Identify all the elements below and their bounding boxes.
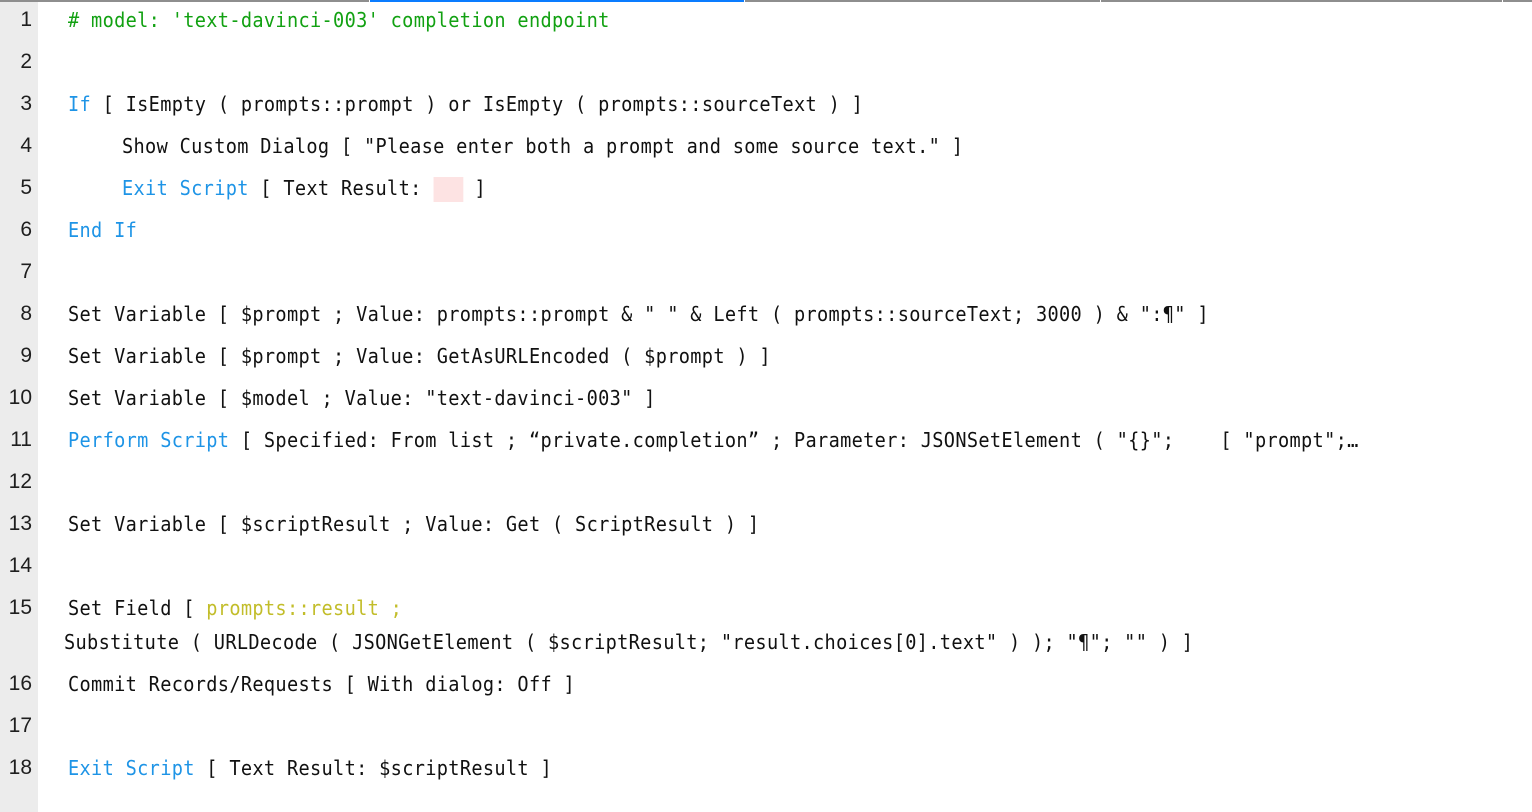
line-number: 7 bbox=[20, 260, 32, 283]
line-number: 15 bbox=[8, 596, 32, 619]
line-number: 2 bbox=[20, 50, 32, 73]
script-step[interactable]: 4 Show Custom Dialog [ "Please enter bot… bbox=[0, 133, 1532, 175]
script-step[interactable]: 6 End If bbox=[0, 217, 1532, 259]
script-step[interactable]: 11 Perform Script [ Specified: From list… bbox=[0, 427, 1532, 469]
step-params: [ Text Result: $scriptResult ] bbox=[194, 756, 553, 780]
keyword-perform-script: Perform Script bbox=[68, 428, 230, 452]
line-number: 11 bbox=[10, 428, 32, 451]
script-step[interactable]: 14 bbox=[0, 553, 1532, 595]
step-name: Set Field [ bbox=[68, 596, 207, 620]
line-number: 14 bbox=[8, 554, 32, 577]
step-params: [ Text Result: bbox=[248, 176, 434, 200]
script-step[interactable]: 10 Set Variable [ $model ; Value: "text-… bbox=[0, 385, 1532, 427]
tab-1[interactable] bbox=[0, 0, 369, 2]
script-step[interactable]: 12 bbox=[0, 469, 1532, 511]
field-reference: prompts::result ; bbox=[206, 596, 403, 620]
tab-4[interactable] bbox=[1101, 0, 1502, 2]
script-step[interactable]: 18 Exit Script [ Text Result: $scriptRes… bbox=[0, 755, 1532, 797]
keyword-exit-script: Exit Script bbox=[68, 756, 195, 780]
step-text: Set Variable [ $prompt ; Value: prompts:… bbox=[68, 302, 1209, 326]
script-step[interactable]: 3 If [ IsEmpty ( prompts::prompt ) or Is… bbox=[0, 91, 1532, 133]
step-params: [ IsEmpty ( prompts::prompt ) or IsEmpty… bbox=[91, 92, 864, 116]
line-number: 12 bbox=[8, 470, 32, 493]
step-text: Set Variable [ $scriptResult ; Value: Ge… bbox=[68, 512, 760, 536]
line-number: 9 bbox=[20, 344, 32, 367]
step-calculation: Substitute ( URLDecode ( JSONGetElement … bbox=[64, 630, 1194, 654]
script-step[interactable]: 2 bbox=[0, 49, 1532, 91]
line-number-gutter bbox=[0, 2, 38, 812]
line-number: 4 bbox=[20, 134, 32, 157]
step-text: Show Custom Dialog [ "Please enter both … bbox=[122, 134, 964, 158]
script-step[interactable]: 1 # model: 'text-davinci-003' completion… bbox=[0, 7, 1532, 49]
line-number: 5 bbox=[20, 176, 32, 199]
tab-strip bbox=[0, 0, 1532, 2]
line-number: 10 bbox=[8, 386, 32, 409]
script-step[interactable]: 8 Set Variable [ $prompt ; Value: prompt… bbox=[0, 301, 1532, 343]
keyword-end-if: End If bbox=[68, 218, 138, 242]
tab-3[interactable] bbox=[745, 0, 1100, 2]
script-step[interactable]: 9 Set Variable [ $prompt ; Value: GetAsU… bbox=[0, 343, 1532, 385]
keyword-exit-script: Exit Script bbox=[122, 176, 249, 200]
line-number: 1 bbox=[20, 8, 32, 31]
step-params-close: ] bbox=[462, 176, 486, 200]
step-text: Set Variable [ $model ; Value: "text-dav… bbox=[68, 386, 656, 410]
script-step[interactable]: 5 Exit Script [ Text Result: ] bbox=[0, 175, 1532, 217]
step-text: Set Variable [ $prompt ; Value: GetAsURL… bbox=[68, 344, 771, 368]
comment: # model: 'text-davinci-003' completion e… bbox=[68, 8, 610, 32]
script-step[interactable]: 15 Set Field [ prompts::result ; Substit… bbox=[0, 595, 1532, 671]
step-params: [ Specified: From list ; “private.comple… bbox=[229, 428, 1359, 452]
script-step[interactable]: 17 bbox=[0, 713, 1532, 755]
script-step[interactable]: 7 bbox=[0, 259, 1532, 301]
line-number: 18 bbox=[8, 756, 32, 779]
line-number: 6 bbox=[20, 218, 32, 241]
line-number: 8 bbox=[20, 302, 32, 325]
line-number: 3 bbox=[20, 92, 32, 115]
step-text: Commit Records/Requests [ With dialog: O… bbox=[68, 672, 576, 696]
empty-value-placeholder[interactable] bbox=[433, 177, 463, 202]
script-step[interactable]: 13 Set Variable [ $scriptResult ; Value:… bbox=[0, 511, 1532, 553]
line-number: 16 bbox=[8, 672, 32, 695]
line-number: 17 bbox=[8, 714, 32, 737]
tab-5[interactable] bbox=[1503, 0, 1532, 2]
line-number: 13 bbox=[8, 512, 32, 535]
keyword-if: If bbox=[68, 92, 92, 116]
script-step[interactable]: 16 Commit Records/Requests [ With dialog… bbox=[0, 671, 1532, 713]
tab-2-active[interactable] bbox=[370, 0, 744, 2]
